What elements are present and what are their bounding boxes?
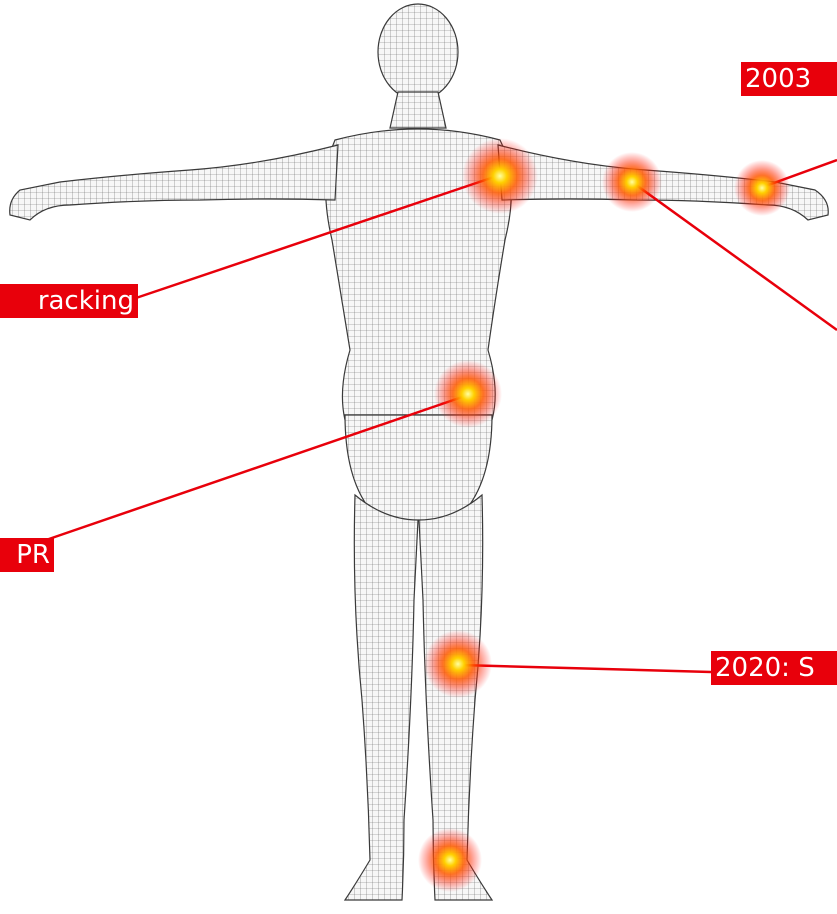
- label-pr: PR: [0, 538, 54, 572]
- label-knee-2020: 2020: S: [711, 651, 837, 685]
- label-tracking: racking: [0, 284, 138, 318]
- label-shoulder-2003: 2003: [741, 62, 837, 96]
- hotspot-ankle: [418, 828, 482, 892]
- hotspot-forearm: [602, 152, 662, 212]
- hotspot-knee: [424, 630, 492, 698]
- hotspot-lower-back: [434, 360, 502, 428]
- hotspot-shoulder: [462, 138, 538, 214]
- leader-line-knee: [460, 665, 711, 672]
- hotspot-wrist: [734, 160, 790, 216]
- human-figure: [10, 4, 829, 900]
